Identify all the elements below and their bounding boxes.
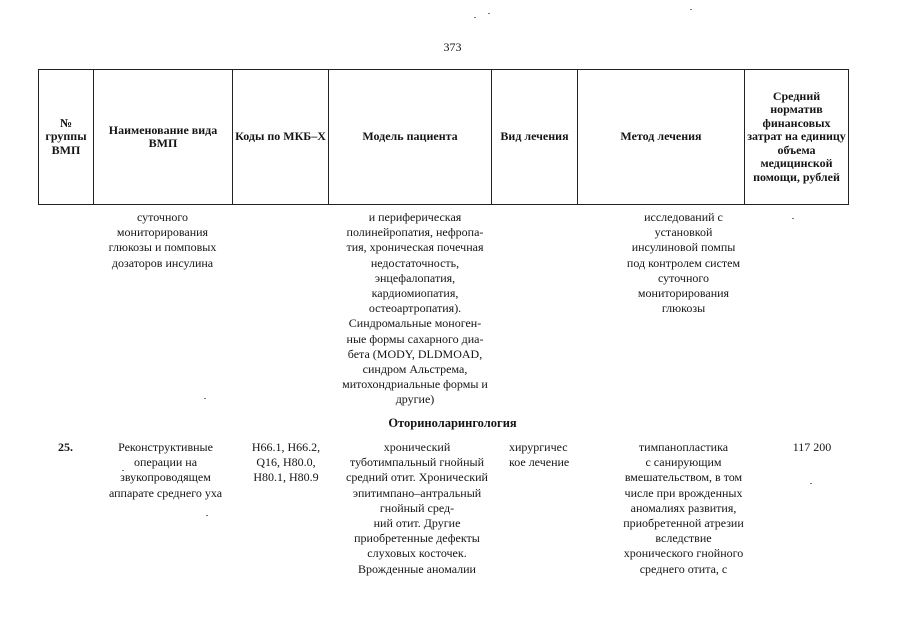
text-line: ний отит. Другие [373, 516, 461, 531]
text-line: и периферическая [368, 210, 462, 224]
text-line: митохондриальные формы и [342, 377, 488, 392]
continuation-patient-model: и периферическая полинейропатия, нефропа… [330, 210, 500, 408]
text-line: приобретенной атрезии [623, 516, 744, 531]
continuation-method: исследований с установкой инсулиновой по… [600, 210, 767, 316]
header-patient-model: Модель пациента [328, 69, 492, 205]
text-line: H66.1, H66.2, [251, 440, 321, 454]
text-line: суточного [657, 270, 710, 285]
text-line: энцефалопатия, [374, 270, 456, 285]
text-line: с санирующим [645, 455, 722, 470]
text-line: инсулиновой помпы [631, 240, 736, 255]
text-line: Q16, H80.0, [256, 455, 316, 470]
continuation-vmp-name: суточного мониторирования глюкозы и помп… [93, 210, 232, 271]
scan-speck [792, 218, 794, 219]
text-line: эпитимпано–антральный [352, 485, 482, 500]
row-vmp-name: Реконструктивные операции на звукопровод… [96, 440, 235, 501]
text-line: средний отит. Хронический [346, 470, 488, 485]
table-header: № группы ВМП Наименование вида ВМП Коды … [38, 69, 849, 205]
header-vmp-name: Наименование вида ВМП [93, 69, 233, 205]
text-line: другие) [395, 392, 435, 407]
text-line: туботимпальный гнойный [349, 455, 485, 470]
text-line: полинейропатия, нефропа- [346, 225, 484, 240]
text-line: среднего отита, с [639, 561, 728, 576]
text-line: гнойный сред- [379, 500, 455, 515]
text-line: тия, хроническая почечная [346, 240, 484, 255]
text-line: под контролем систем [626, 255, 741, 270]
text-line: хирургичес [509, 440, 568, 454]
text-line: мониторирования [116, 225, 209, 240]
text-line: Реконструктивные [118, 440, 213, 454]
section-title: Оториноларингология [388, 416, 517, 430]
text-line: суточного [136, 210, 189, 224]
text-line: исследований с [644, 210, 723, 224]
scan-speck [206, 515, 208, 516]
text-line: глюкозы [661, 301, 706, 316]
text-line: вмешательством, в том [624, 470, 743, 485]
row-group-no: 25. [58, 440, 73, 454]
text-line: синдром Альстрема, [362, 362, 468, 377]
text-line: приобретенные дефекты [354, 531, 480, 546]
header-group-no: № группы ВМП [38, 69, 94, 205]
text-line: остеоартропатия). [368, 301, 462, 316]
text-line: установкой [654, 225, 713, 240]
text-line: вследствие [655, 531, 712, 546]
text-line: хронического гнойного [623, 546, 744, 561]
row-avg-cost: 117 200 [792, 440, 832, 454]
scan-speck [122, 470, 124, 471]
scan-speck [488, 13, 490, 14]
page-number: 373 [443, 40, 462, 54]
text-line: аппарате среднего уха [108, 485, 223, 500]
scan-speck [474, 17, 476, 18]
text-line: ные формы сахарного диа- [346, 331, 484, 346]
scan-speck [204, 398, 206, 399]
text-line: Врожденные аномалии [358, 561, 476, 576]
text-line: слуховых косточек. [367, 546, 467, 561]
text-line: хронический [383, 440, 451, 454]
text-line: Синдромальные моноген- [348, 316, 482, 331]
row-treatment-method: тимпанопластика с санирующим вмешательст… [600, 440, 767, 577]
text-line: числе при врожденных [624, 485, 743, 500]
header-treatment-type: Вид лечения [491, 69, 578, 205]
row-treatment-type: хирургичес кое лечение [509, 440, 595, 470]
header-icd-codes: Коды по МКБ–Х [232, 69, 329, 205]
row-patient-model: хронический туботимпальный гнойный средн… [334, 440, 500, 577]
text-line: глюкозы и помповых [108, 240, 217, 255]
text-line: недостаточность, [370, 255, 460, 270]
header-treatment-method: Метод лечения [577, 69, 745, 205]
row-icd-codes: H66.1, H66.2, Q16, H80.0, H80.1, H80.9 [238, 440, 334, 486]
text-line: мониторирования [637, 286, 730, 301]
text-line: дозаторов инсулина [111, 255, 214, 270]
scan-speck [690, 9, 692, 10]
header-avg-cost: Средний норматив финансовых затрат на ед… [744, 69, 849, 205]
text-line: кардиомиопатия, [371, 286, 459, 301]
scan-speck [810, 483, 812, 484]
text-line: тимпанопластика [638, 440, 729, 454]
text-line: кое лечение [509, 455, 570, 470]
text-line: звукопроводящем [120, 470, 211, 485]
text-line: бета (MODY, DLDMOAD, [347, 346, 483, 361]
text-line: аномалиях развития, [630, 500, 737, 515]
text-line: операции на [133, 455, 198, 470]
text-line: H80.1, H80.9 [253, 470, 319, 485]
